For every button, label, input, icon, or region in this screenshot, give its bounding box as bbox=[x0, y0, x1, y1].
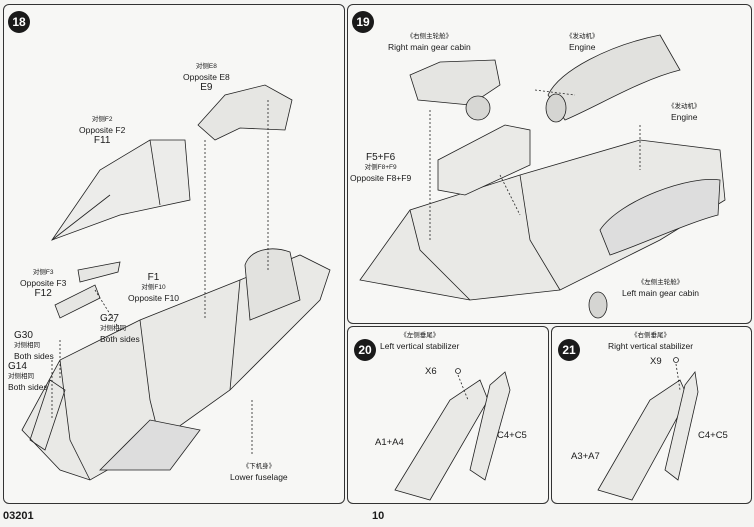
e9-part: E9 bbox=[200, 82, 213, 93]
f3-en: Opposite F3 bbox=[20, 278, 67, 288]
step-19-badge: 19 bbox=[352, 11, 374, 33]
part-f11-label: 对侧F2 Opposite F2 F11 bbox=[79, 115, 125, 146]
left-stab-en: Left vertical stabilizer bbox=[380, 341, 460, 351]
engine-top-label: 《发动机》 Engine bbox=[566, 32, 599, 52]
f12-part: F12 bbox=[34, 288, 52, 299]
g14-part: G14 bbox=[8, 361, 27, 372]
right-stab-cn: 《右侧垂尾》 bbox=[631, 332, 671, 339]
part-g27-label: G27 对侧相同 Both sides bbox=[100, 313, 140, 345]
part-x9: X9 bbox=[650, 356, 662, 367]
g30-cn: 对侧相同 bbox=[14, 342, 40, 349]
part-c4-c5-right: C4+C5 bbox=[698, 430, 728, 441]
g27-cn: 对侧相同 bbox=[100, 325, 126, 332]
page-number: 10 bbox=[372, 510, 385, 522]
f1-part: F1 bbox=[147, 272, 160, 283]
right-gear-en: Right main gear cabin bbox=[388, 42, 471, 52]
f10-cn: 对侧F10 bbox=[141, 284, 166, 291]
part-f1-label: F1 对侧F10 Opposite F10 bbox=[128, 272, 180, 304]
lower-en: Lower fuselage bbox=[230, 472, 288, 482]
engine-right-label: 《发动机》 Engine bbox=[668, 102, 701, 122]
f3-cn: 对侧F3 bbox=[32, 269, 54, 276]
e8-en: Opposite E8 bbox=[183, 72, 230, 82]
lower-fuselage-label: 《下机身》 Lower fuselage bbox=[230, 462, 288, 482]
right-gear-cn: 《右侧主轮舱》 bbox=[406, 33, 453, 40]
g14-cn: 对侧相同 bbox=[8, 373, 34, 380]
engine-top-en: Engine bbox=[569, 42, 596, 52]
part-e9-label: 对侧E8 Opposite E8 E9 bbox=[183, 62, 230, 93]
part-x6: X6 bbox=[425, 366, 437, 377]
g14-en: Both sides bbox=[8, 382, 48, 392]
f8-cn: 对侧F8+F9 bbox=[364, 164, 397, 171]
e8-cn: 对侧E8 bbox=[195, 63, 217, 70]
f8-en: Opposite F8+F9 bbox=[350, 173, 412, 183]
right-stab-en: Right vertical stabilizer bbox=[608, 341, 694, 351]
left-gear-cabin-label: 《左侧主轮舱》 Left main gear cabin bbox=[622, 278, 699, 298]
left-stabilizer-title: 《左侧垂尾》 Left vertical stabilizer bbox=[380, 331, 459, 351]
part-f12-label: 对侧F3 Opposite F3 F12 bbox=[20, 268, 66, 299]
part-a3-a7: A3+A7 bbox=[571, 451, 600, 462]
part-f5-label: F5+F6 对侧F8+F9 Opposite F8+F9 bbox=[350, 152, 412, 184]
right-gear-cabin-label: 《右侧主轮舱》 Right main gear cabin bbox=[388, 32, 471, 52]
left-gear-en: Left main gear cabin bbox=[622, 288, 700, 298]
g30-en: Both sides bbox=[14, 351, 54, 361]
f10-en: Opposite F10 bbox=[128, 293, 180, 303]
left-gear-cn: 《左侧主轮舱》 bbox=[637, 279, 684, 286]
g27-en: Both sides bbox=[100, 334, 140, 344]
right-stabilizer-title: 《右侧垂尾》 Right vertical stabilizer bbox=[608, 331, 693, 351]
step-18-badge: 18 bbox=[8, 11, 30, 33]
step-21-badge: 21 bbox=[558, 339, 580, 361]
engine-right-en: Engine bbox=[671, 112, 698, 122]
f11-part: F11 bbox=[93, 135, 111, 146]
part-c4-c5-left: C4+C5 bbox=[497, 430, 527, 441]
g27-part: G27 bbox=[100, 313, 119, 324]
part-g30-label: G30 对侧相同 Both sides bbox=[14, 330, 54, 362]
part-g14-label: G14 对侧相同 Both sides bbox=[8, 361, 48, 393]
f2-en: Opposite F2 bbox=[79, 125, 126, 135]
step-20-badge: 20 bbox=[354, 339, 376, 361]
f5-part: F5+F6 bbox=[366, 152, 396, 163]
lower-cn: 《下机身》 bbox=[242, 463, 276, 470]
left-stab-cn: 《左侧垂尾》 bbox=[400, 332, 440, 339]
product-code: 03201 bbox=[3, 510, 34, 522]
f2-cn: 对侧F2 bbox=[91, 116, 113, 123]
engine-right-cn: 《发动机》 bbox=[668, 103, 701, 110]
g30-part: G30 bbox=[14, 330, 33, 341]
engine-top-cn: 《发动机》 bbox=[566, 33, 599, 40]
part-a1-a4: A1+A4 bbox=[375, 437, 404, 448]
